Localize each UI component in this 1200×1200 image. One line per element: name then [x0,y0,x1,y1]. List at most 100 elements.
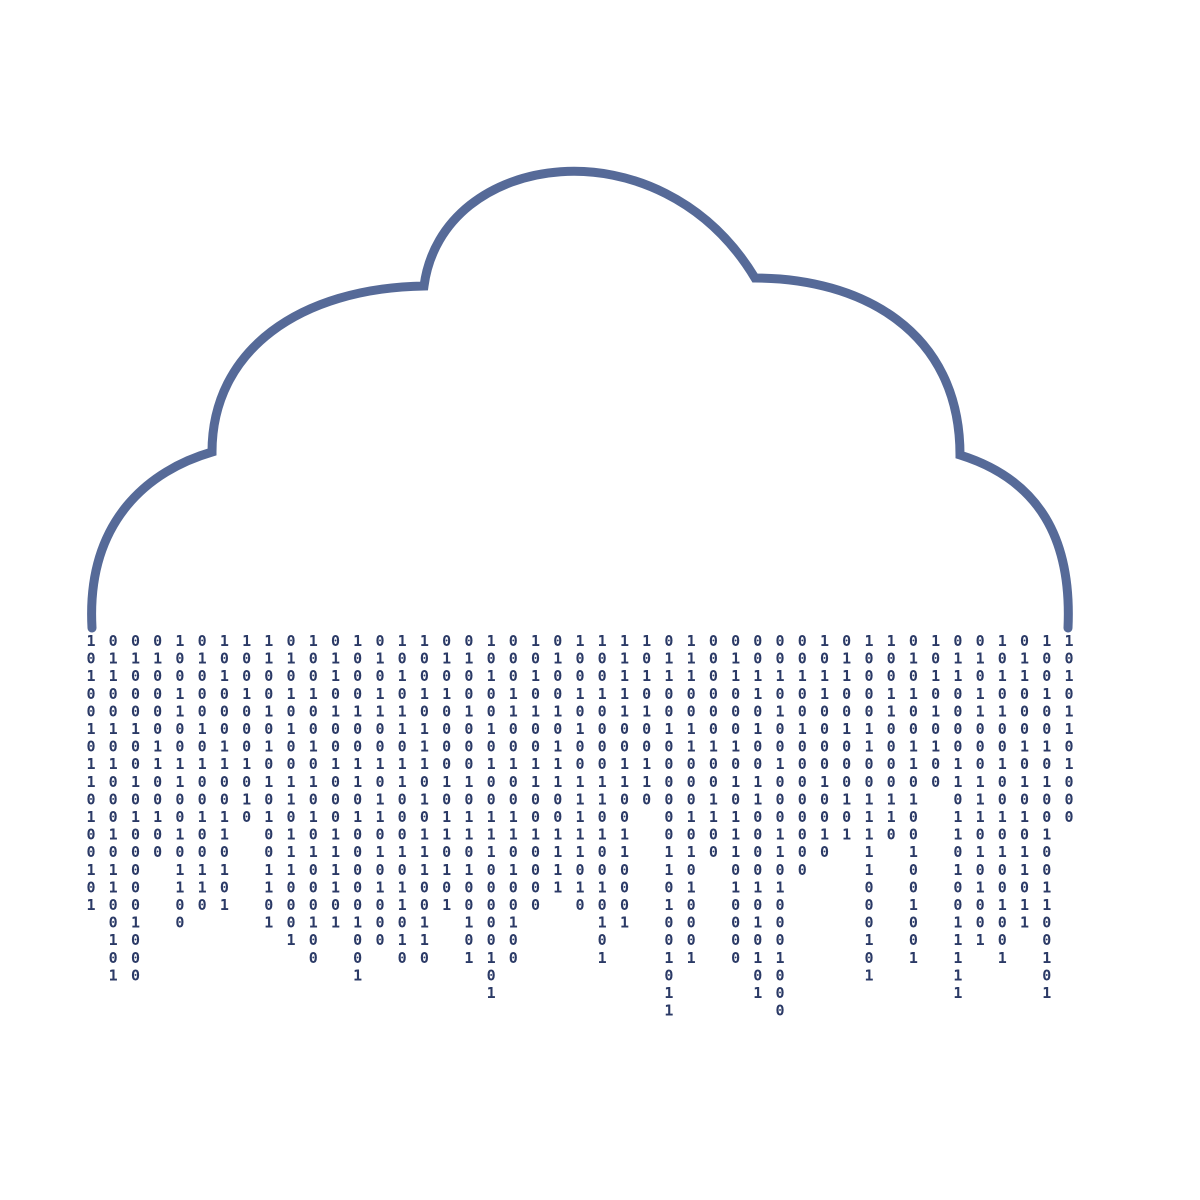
binary-digit: 0 [86,685,95,703]
binary-digit: 0 [598,931,607,949]
binary-digit: 0 [909,861,918,879]
binary-digit: 1 [575,685,584,703]
binary-digit: 0 [1042,808,1051,826]
binary-digit: 0 [1042,667,1051,685]
binary-digit: 0 [442,738,451,756]
binary-digit: 0 [709,702,718,720]
binary-digit: 1 [420,720,429,738]
binary-digit: 1 [864,790,873,808]
binary-digit: 0 [820,843,829,861]
binary-digit: 0 [598,702,607,720]
binary-digit: 0 [798,702,807,720]
binary-digit: 0 [442,720,451,738]
binary-digit: 0 [175,790,184,808]
binary-digit: 1 [286,720,295,738]
binary-digit: 1 [909,738,918,756]
binary-digit: 0 [909,878,918,896]
binary-digit: 1 [953,650,962,668]
binary-digit: 0 [642,685,651,703]
binary-digit: 0 [198,738,207,756]
binary-digit: 0 [709,755,718,773]
binary-digit: 1 [1042,632,1051,650]
binary-digit: 0 [553,632,562,650]
binary-digit: 1 [998,755,1007,773]
binary-digit: 0 [375,914,384,932]
binary-digit: 1 [420,861,429,879]
binary-digit: 1 [464,914,473,932]
binary-digit: 0 [1064,808,1073,826]
binary-digit: 1 [198,808,207,826]
binary-digit: 1 [664,861,673,879]
binary-digit: 1 [620,650,629,668]
binary-digit: 0 [375,896,384,914]
binary-digit: 0 [842,738,851,756]
binary-digit: 0 [775,914,784,932]
binary-digit: 0 [998,650,1007,668]
binary-digit: 0 [976,896,985,914]
binary-digit: 1 [887,632,896,650]
binary-digit: 1 [153,808,162,826]
binary-digit: 0 [242,667,251,685]
binary-digit: 0 [242,650,251,668]
binary-digit: 1 [153,650,162,668]
binary-digit: 0 [109,773,118,791]
binary-digit: 0 [931,773,940,791]
binary-digit: 1 [442,826,451,844]
binary-digit: 0 [131,755,140,773]
binary-digit: 0 [842,808,851,826]
binary-digit: 0 [664,808,673,826]
binary-digit: 1 [909,790,918,808]
binary-digit: 0 [442,755,451,773]
binary-digit: 1 [531,702,540,720]
binary-digit: 0 [976,861,985,879]
binary-digit: 0 [487,966,496,984]
binary-digit: 1 [553,843,562,861]
binary-digit: 0 [131,632,140,650]
binary-digit: 0 [731,632,740,650]
binary-digit: 0 [509,738,518,756]
binary-digit: 1 [998,667,1007,685]
binary-digit: 1 [353,632,362,650]
binary-digit: 0 [220,790,229,808]
binary-digit: 0 [775,966,784,984]
binary-digit: 1 [309,685,318,703]
binary-digit: 1 [331,650,340,668]
binary-digit: 0 [531,720,540,738]
binary-digit: 0 [909,632,918,650]
binary-digit: 1 [1042,949,1051,967]
binary-digit: 0 [264,896,273,914]
binary-digit: 1 [375,702,384,720]
binary-digit: 1 [598,790,607,808]
binary-digit: 1 [331,702,340,720]
binary-digit: 0 [509,720,518,738]
binary-digit: 1 [420,931,429,949]
binary-digit: 0 [131,702,140,720]
binary-digit: 0 [998,720,1007,738]
binary-digit: 0 [442,632,451,650]
binary-digit: 1 [109,861,118,879]
binary-digit: 1 [931,738,940,756]
binary-digit: 1 [375,843,384,861]
binary-digit: 0 [909,931,918,949]
binary-digit: 1 [953,949,962,967]
binary-digit: 1 [642,755,651,773]
binary-digit: 0 [153,826,162,844]
binary-digit: 1 [976,773,985,791]
binary-digit: 0 [575,738,584,756]
binary-digit: 0 [998,878,1007,896]
binary-digit: 1 [109,966,118,984]
binary-digit: 0 [864,667,873,685]
binary-digit: 0 [731,790,740,808]
binary-digit: 0 [1042,755,1051,773]
binary-digit: 1 [175,773,184,791]
binary-digit: 1 [798,720,807,738]
binary-digit: 0 [175,896,184,914]
binary-digit: 1 [687,808,696,826]
binary-digit: 0 [775,632,784,650]
binary-digit: 1 [264,878,273,896]
binary-digit: 0 [909,826,918,844]
